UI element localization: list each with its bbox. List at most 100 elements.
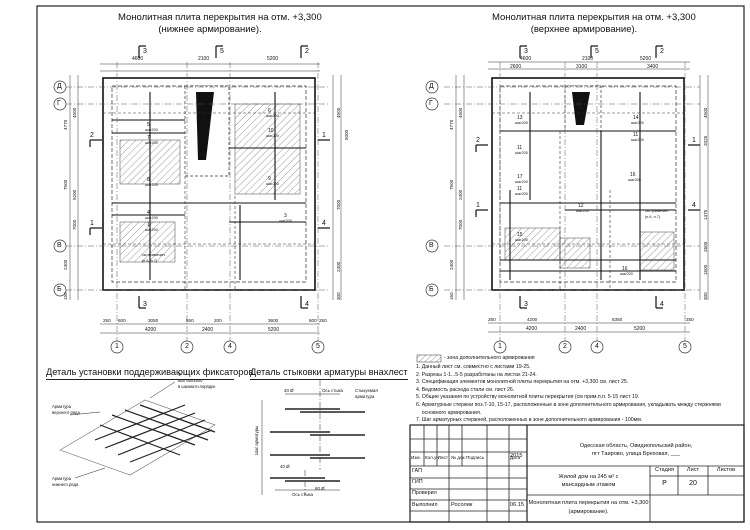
legend-text: - зона дополнительного армирования: [444, 355, 535, 361]
right-note-ref: см.примечан. (п.6, п.7): [645, 209, 669, 219]
left-bottom-dim2: 4200: [145, 327, 157, 333]
left-right-dim: 2400: [336, 261, 341, 272]
axis-number: 4: [228, 343, 232, 350]
right-bottom-dim: 250: [488, 317, 496, 322]
rebar-label: 6: [268, 108, 271, 114]
left-right-dim: 4500: [336, 107, 341, 118]
note-item: 2. Разрезы 1-1...5-5 разработаны на лист…: [416, 371, 537, 378]
section-mark: 2: [660, 48, 664, 55]
joint-detail-drawing: [261, 380, 365, 495]
rebar-label: шаг200: [266, 114, 279, 118]
tb-year: 2015: [510, 453, 523, 459]
tb-header: Дата: [510, 455, 521, 460]
rebar-label: 16: [630, 172, 636, 178]
right-hatch-3: [559, 237, 591, 269]
tb-sheet: 20: [689, 480, 697, 487]
section-mark: 4: [322, 220, 326, 227]
rebar-label: 11: [517, 186, 523, 192]
rebar-label: 17: [517, 174, 523, 180]
rebar-label: шаг200: [145, 183, 158, 187]
left-right-dim: 7000: [336, 199, 341, 210]
rebar-label: шаг200: [515, 151, 528, 155]
rebar-label: шаг200: [145, 141, 158, 145]
section-mark: 3: [524, 48, 528, 55]
tb-col-sheets: Листов: [716, 467, 736, 473]
left-bottom-dim: 3050: [148, 318, 159, 323]
left-bottom-dim: 600: [309, 318, 317, 323]
right-right-dim: 300: [703, 292, 708, 300]
rebar-label: шаг200: [576, 209, 589, 213]
left-bottom-dim: 550: [186, 318, 194, 323]
fixator-detail-underline: [46, 379, 234, 380]
tb-role: Проверил: [412, 490, 437, 496]
tb-exec-date: 06.15: [510, 502, 524, 508]
rebar-label: шаг200: [515, 180, 528, 184]
rebar-label: 1: [147, 222, 150, 228]
left-bottom-dim: 250: [319, 318, 327, 323]
right-side-dim: 150: [449, 292, 454, 300]
section-mark: 4: [305, 301, 309, 308]
tb-header: Лист: [438, 455, 448, 460]
axis-letter: Г: [57, 100, 61, 107]
right-right-dim: 2025: [703, 135, 708, 146]
rebar-label: шаг200: [631, 121, 644, 125]
section-mark: 4: [660, 301, 664, 308]
tb-col-sheet: Лист: [686, 467, 700, 473]
note-item: 6. Арматурные стержни поз.7-10, 15-17, р…: [416, 401, 721, 408]
rebar-label: 13: [517, 115, 523, 121]
rebar-label: 14: [633, 115, 639, 121]
note-item: основного армирования.: [416, 409, 482, 416]
joint-label: Ось стыка: [322, 388, 343, 393]
section-mark: 1: [322, 132, 326, 139]
joint-label: 60 Ø: [315, 486, 325, 491]
right-side-dim: 7500: [449, 179, 454, 190]
rebar-label: шаг200: [515, 121, 528, 125]
joint-detail-underline: [250, 379, 408, 380]
right-bottom-dim2: 2400: [575, 326, 587, 332]
tb-role: ГИП: [412, 479, 423, 485]
rebar-label: 12: [578, 203, 584, 209]
joint-label: Шаг арматуры: [254, 425, 259, 455]
note-item: 7. Шаг арматурных стержней, расположенны…: [416, 417, 643, 424]
left-side-dim: 2400: [63, 259, 68, 270]
rebar-label: 10: [268, 128, 274, 134]
rebar-label: 7: [147, 135, 150, 141]
axis-number: 1: [115, 343, 119, 350]
section-mark: 2: [305, 48, 309, 55]
right-shaft-black: [572, 92, 590, 125]
note-item: 5. Общие указания по устройству монолитн…: [416, 394, 640, 401]
right-side-dim: 7000: [458, 219, 463, 230]
note-item: 3. Спецификация элементов монолитной пли…: [416, 379, 629, 386]
joint-detail-title: Деталь стыковки арматуры внахлест: [250, 367, 408, 377]
left-note-ref: см.примечан. (п.6, п.7): [142, 253, 166, 263]
section-mark: 3: [524, 301, 528, 308]
rebar-label: 15: [517, 232, 523, 238]
left-plan-title-line1: Монолитная плита перекрытия на отм. +3,3…: [118, 12, 322, 23]
right-right-dim: 2600: [703, 241, 708, 252]
section-mark: 5: [595, 48, 599, 55]
tb-role: ГАП: [412, 468, 422, 474]
right-bottom-dim: 6350: [612, 317, 623, 322]
joint-label: 40 Ø: [284, 388, 294, 393]
tb-project: Жилой дом на 245 м² с мансардным этажом: [558, 474, 619, 488]
right-top-dim0: 5200: [640, 56, 652, 62]
notes-list: 1. Данный лист см. совместно с листами 1…: [416, 364, 721, 425]
rebar-label: шаг200: [628, 178, 641, 182]
axis-letter: В: [57, 242, 62, 249]
left-shaft-black: [196, 92, 214, 160]
rebar-label: шаг200: [515, 192, 528, 196]
right-side-dim: 2400: [449, 259, 454, 270]
section-mark: 1: [90, 220, 94, 227]
right-side-dim: 4500: [458, 107, 463, 118]
fixator-detail-title: Деталь установки поддерживающих фиксатор…: [46, 367, 254, 377]
rebar-label: шаг200: [266, 182, 279, 186]
right-right-dim: 1475: [703, 209, 708, 220]
right-plan: [425, 45, 709, 354]
axis-letter: Д: [57, 83, 62, 90]
left-plan-title-line2: (нижнее армирование).: [158, 24, 262, 35]
rebar-label: 11: [517, 145, 523, 151]
right-right-dim: 4500: [703, 107, 708, 118]
rebar-label: шаг200: [631, 138, 644, 142]
tb-executor: Росолик: [451, 502, 473, 508]
rebar-label: шаг200: [145, 228, 158, 232]
